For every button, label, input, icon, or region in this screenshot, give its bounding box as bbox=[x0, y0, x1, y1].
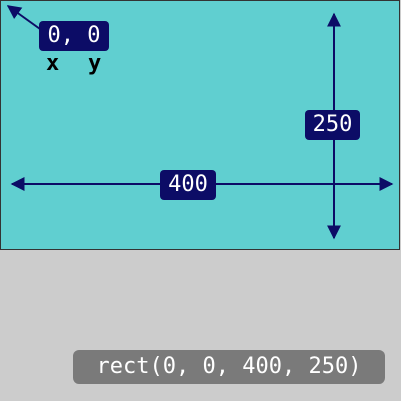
origin-label: 0, 0 bbox=[39, 21, 109, 51]
origin-arrow bbox=[6, 5, 41, 30]
y-label: y bbox=[88, 51, 102, 76]
height-label: 250 bbox=[305, 110, 360, 140]
width-label: 400 bbox=[160, 170, 216, 200]
code-snippet: rect(0, 0, 400, 250) bbox=[73, 350, 385, 384]
x-label: x bbox=[46, 51, 60, 76]
